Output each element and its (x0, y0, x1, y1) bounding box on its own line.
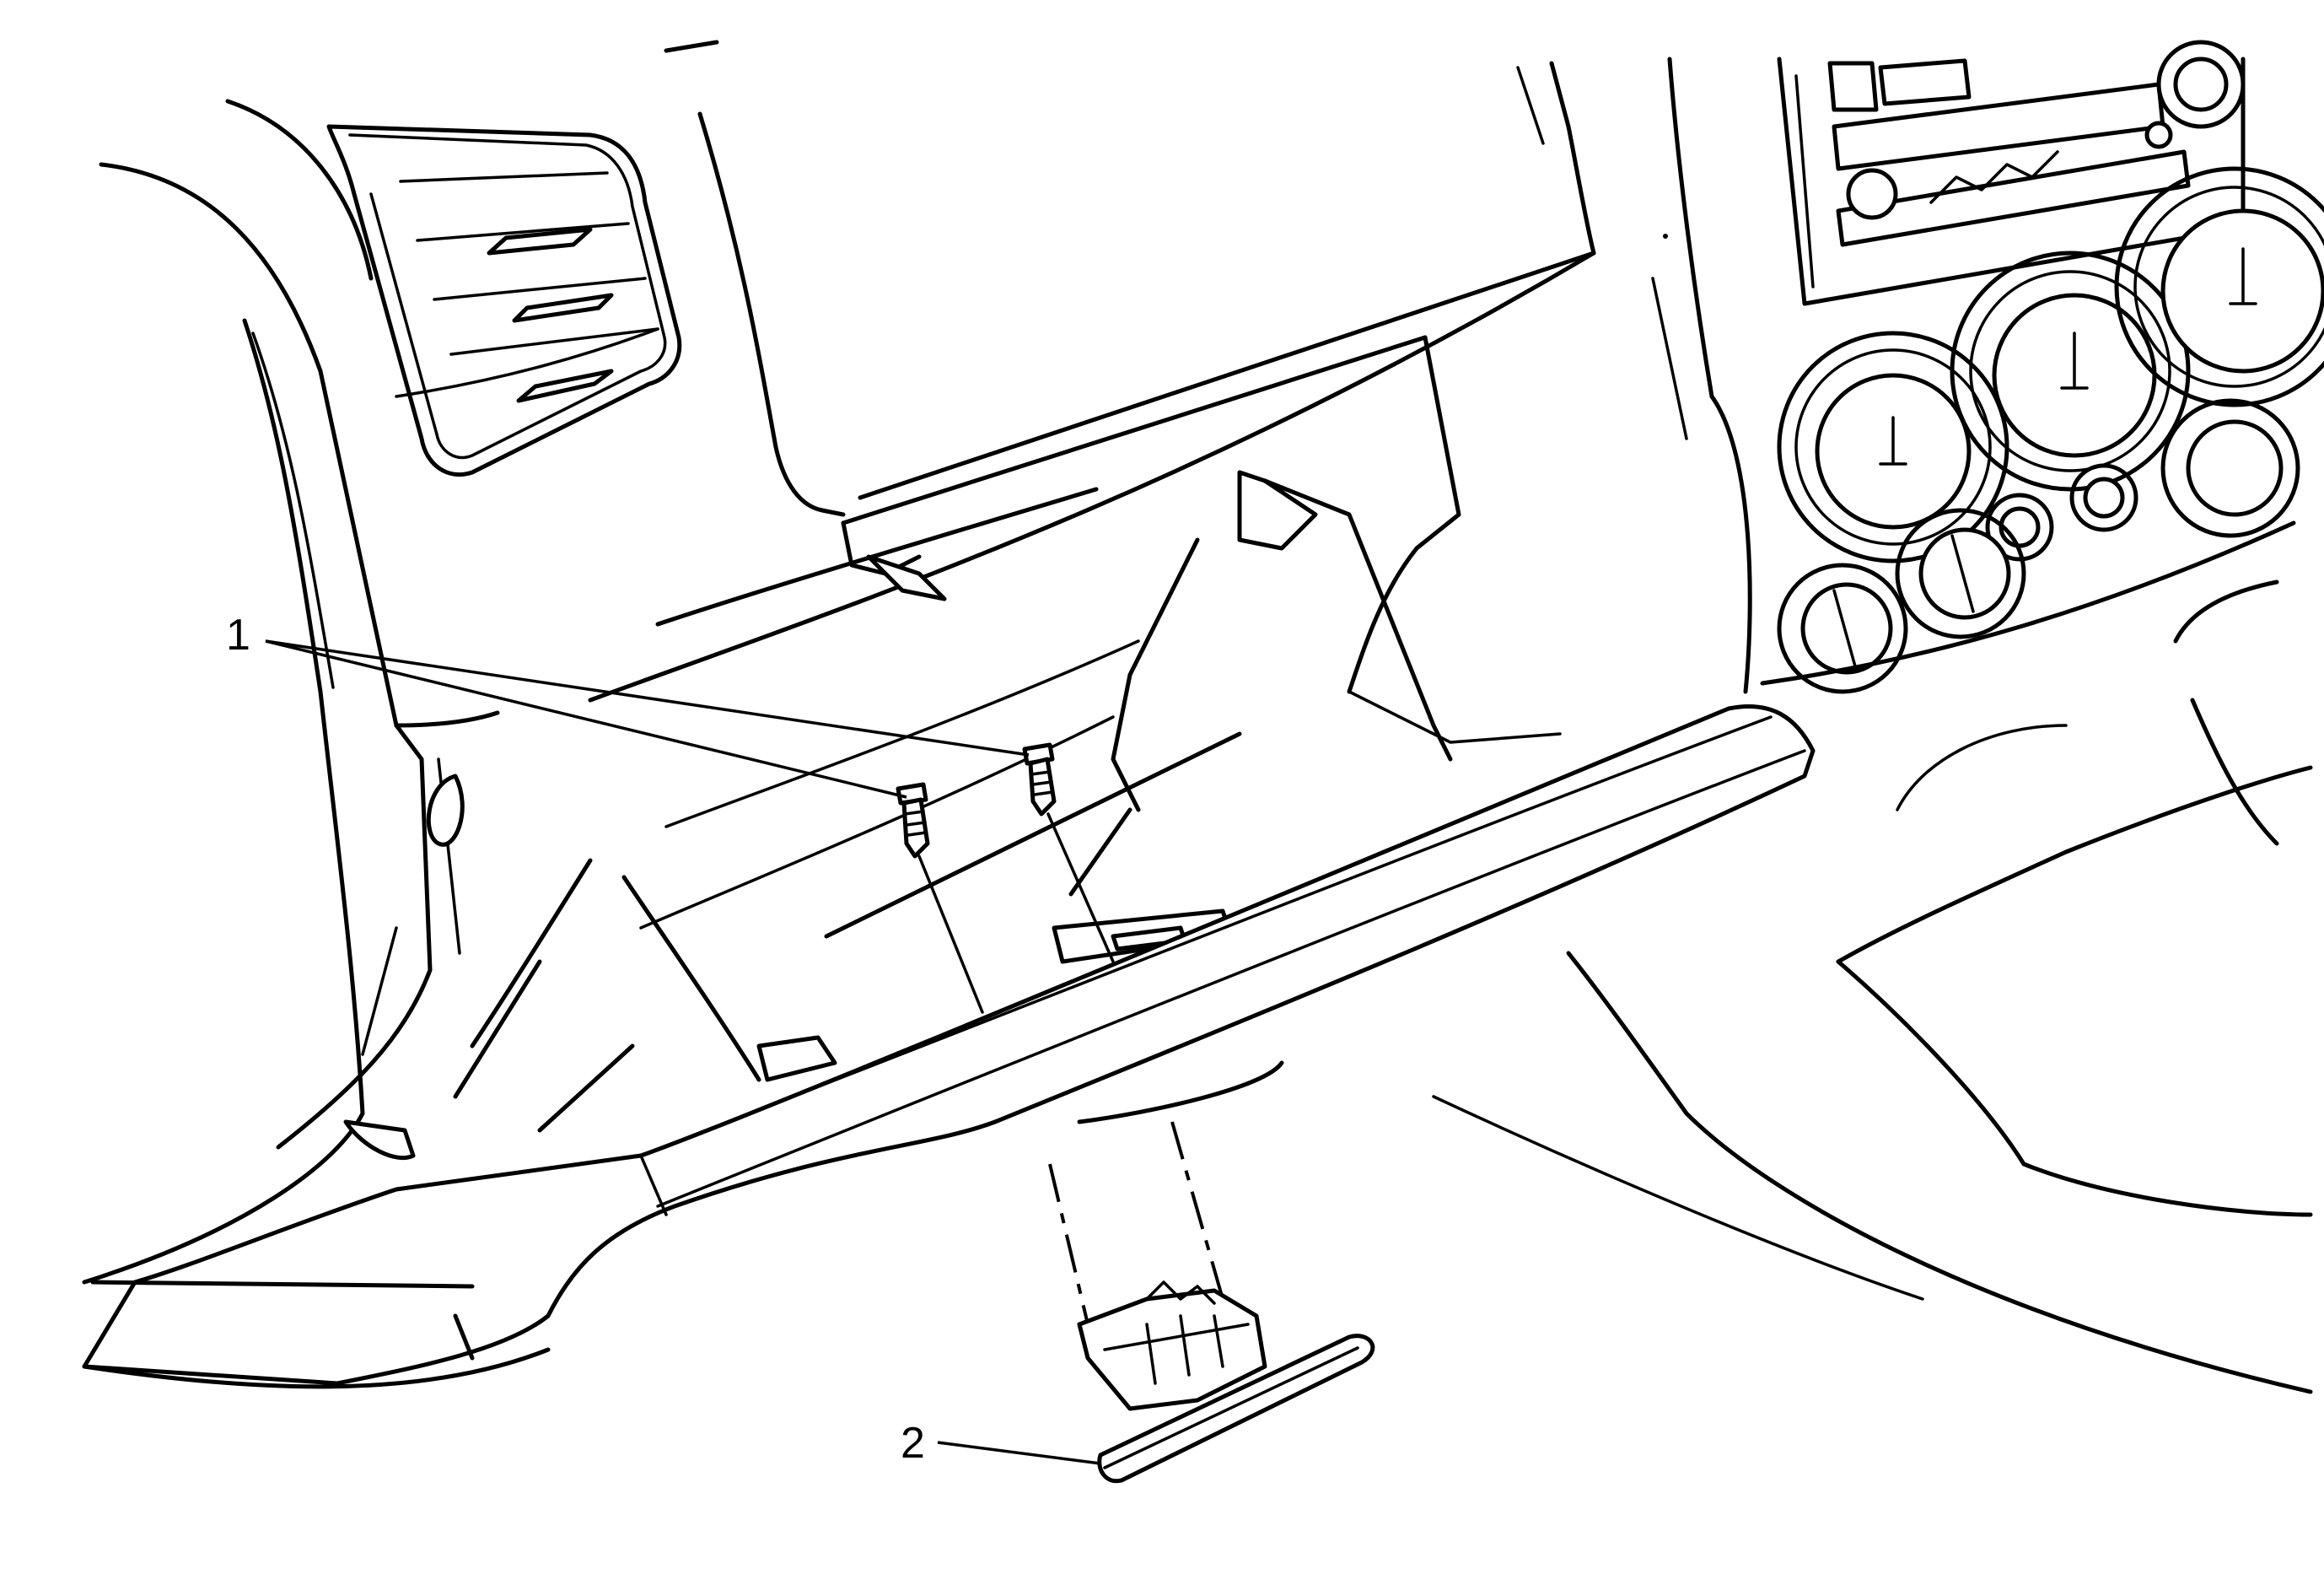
glove-box-opening (343, 335, 1562, 1161)
screw-left (896, 782, 930, 859)
callout-label-2: 2 (901, 1419, 925, 1468)
callout-2: 2 (901, 1419, 1101, 1468)
radio-head-unit (1777, 40, 2246, 306)
fastener-screws (896, 742, 1115, 1014)
dash-upper-panel (395, 40, 2279, 703)
callout-label-1: 1 (226, 611, 250, 660)
screw-right (1022, 742, 1057, 817)
center-console (1432, 698, 2313, 1394)
left-air-vent (326, 124, 682, 477)
glove-box-door (82, 703, 1816, 1389)
left-pillar-trim (82, 99, 500, 1285)
latch-handle (1048, 1121, 1375, 1484)
callout-1: 1 (226, 611, 1030, 799)
climate-controls (1760, 166, 2324, 694)
